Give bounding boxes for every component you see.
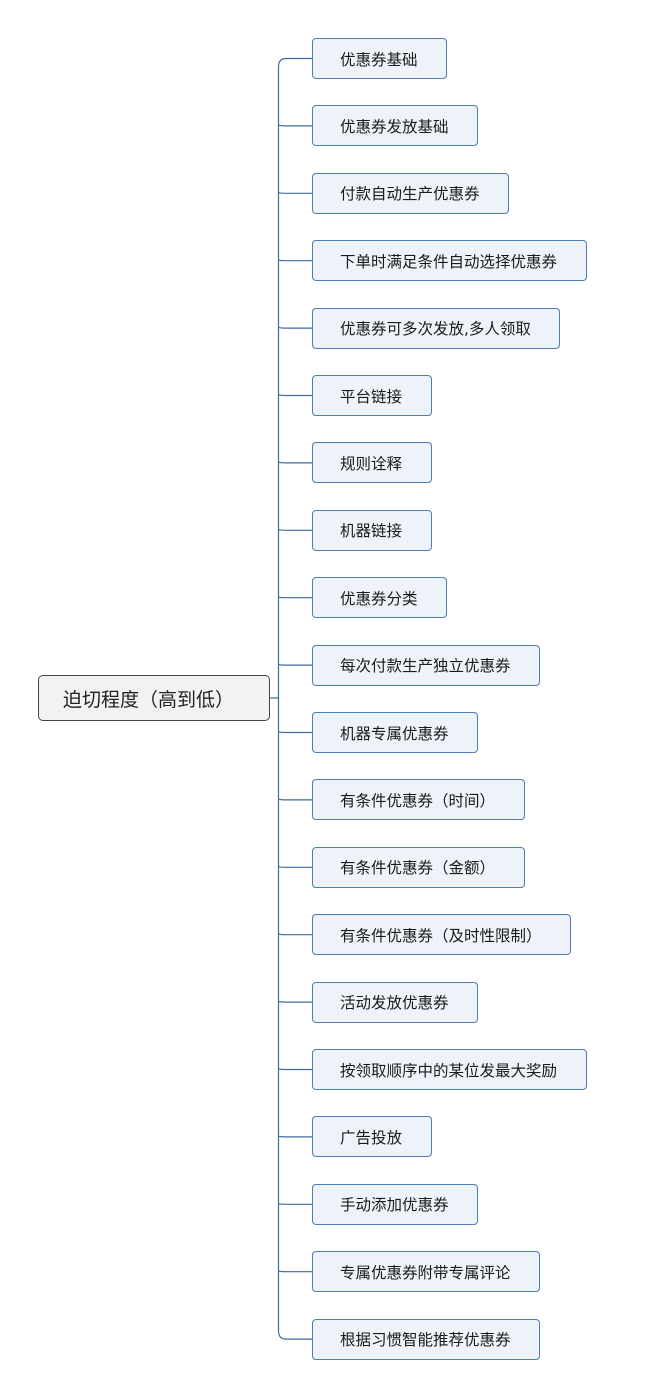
child-node-label: 有条件优惠券（金额）	[340, 859, 496, 878]
child-node[interactable]: 按领取顺序中的某位发最大奖励	[312, 1049, 587, 1090]
branch-connector	[277, 394, 312, 397]
child-node[interactable]: 优惠券基础	[312, 38, 447, 79]
root-node-label: 迫切程度（高到低）	[63, 688, 235, 711]
child-node[interactable]: 手动添加优惠券	[312, 1183, 478, 1225]
child-node-label: 规则诠释	[340, 454, 403, 473]
branch-connector	[277, 1000, 312, 1003]
spine-connector	[277, 57, 312, 1340]
branch-connector	[277, 124, 312, 127]
branch-connector	[277, 731, 312, 734]
child-node-label: 下单时满足条件自动选择优惠券	[340, 252, 558, 271]
branch-connector	[277, 192, 312, 194]
branch-connector	[277, 1135, 312, 1138]
child-node-label: 机器专属优惠券	[340, 724, 449, 743]
branch-connector	[277, 596, 312, 599]
branch-connector	[277, 1068, 312, 1071]
child-node-label: 每次付款生产独立优惠券	[340, 657, 511, 676]
child-node[interactable]: 专属优惠券附带专属评论	[312, 1251, 540, 1293]
child-node-label: 根据习惯智能推荐优惠券	[340, 1331, 511, 1350]
child-node-label: 优惠券可多次发放,多人领取	[340, 320, 531, 339]
branch-connector	[277, 933, 312, 936]
child-node[interactable]: 优惠券可多次发放,多人领取	[312, 307, 560, 349]
child-node-label: 专属优惠券附带专属评论	[340, 1263, 511, 1282]
child-node-label: 活动发放优惠券	[340, 994, 449, 1013]
root-node[interactable]: 迫切程度（高到低）	[38, 675, 270, 721]
child-node[interactable]: 有条件优惠券（金额）	[312, 846, 525, 888]
branch-connector	[277, 1270, 312, 1273]
child-node[interactable]: 付款自动生产优惠券	[312, 172, 509, 214]
child-node-label: 付款自动生产优惠券	[340, 185, 480, 204]
branch-connector	[277, 798, 312, 801]
child-node-label: 平台链接	[340, 387, 403, 406]
child-node[interactable]: 下单时满足条件自动选择优惠券	[312, 240, 587, 282]
branch-connector	[277, 326, 312, 329]
child-node-label: 机器链接	[340, 522, 403, 541]
child-node[interactable]: 优惠券发放基础	[312, 105, 478, 147]
child-node[interactable]: 有条件优惠券（及时性限制）	[312, 914, 571, 956]
branch-connector	[277, 1203, 312, 1205]
branch-connector	[277, 259, 312, 262]
child-node[interactable]: 机器链接	[312, 509, 432, 551]
child-node-label: 手动添加优惠券	[340, 1196, 449, 1215]
branch-connector	[277, 866, 312, 868]
child-node[interactable]: 广告投放	[312, 1116, 432, 1158]
child-node[interactable]: 有条件优惠券（时间）	[312, 779, 525, 821]
child-node[interactable]: 平台链接	[312, 375, 432, 416]
branch-connector	[277, 663, 312, 666]
child-node-label: 按领取顺序中的某位发最大奖励	[340, 1061, 558, 1080]
child-node-label: 有条件优惠券（时间）	[340, 791, 496, 810]
child-node-label: 优惠券分类	[340, 589, 418, 608]
child-node-label: 优惠券发放基础	[340, 117, 449, 136]
child-node[interactable]: 规则诠释	[312, 442, 432, 484]
child-node[interactable]: 机器专属优惠券	[312, 712, 478, 753]
child-node-label: 有条件优惠券（及时性限制）	[340, 926, 542, 945]
child-node[interactable]: 活动发放优惠券	[312, 981, 478, 1023]
child-node[interactable]: 每次付款生产独立优惠券	[312, 644, 540, 686]
child-node[interactable]: 根据习惯智能推荐优惠券	[312, 1318, 540, 1360]
branch-connector	[277, 461, 312, 464]
child-node-label: 优惠券基础	[340, 50, 418, 69]
child-node[interactable]: 优惠券分类	[312, 577, 447, 619]
child-node-label: 广告投放	[340, 1128, 403, 1147]
branch-connector	[277, 529, 312, 531]
